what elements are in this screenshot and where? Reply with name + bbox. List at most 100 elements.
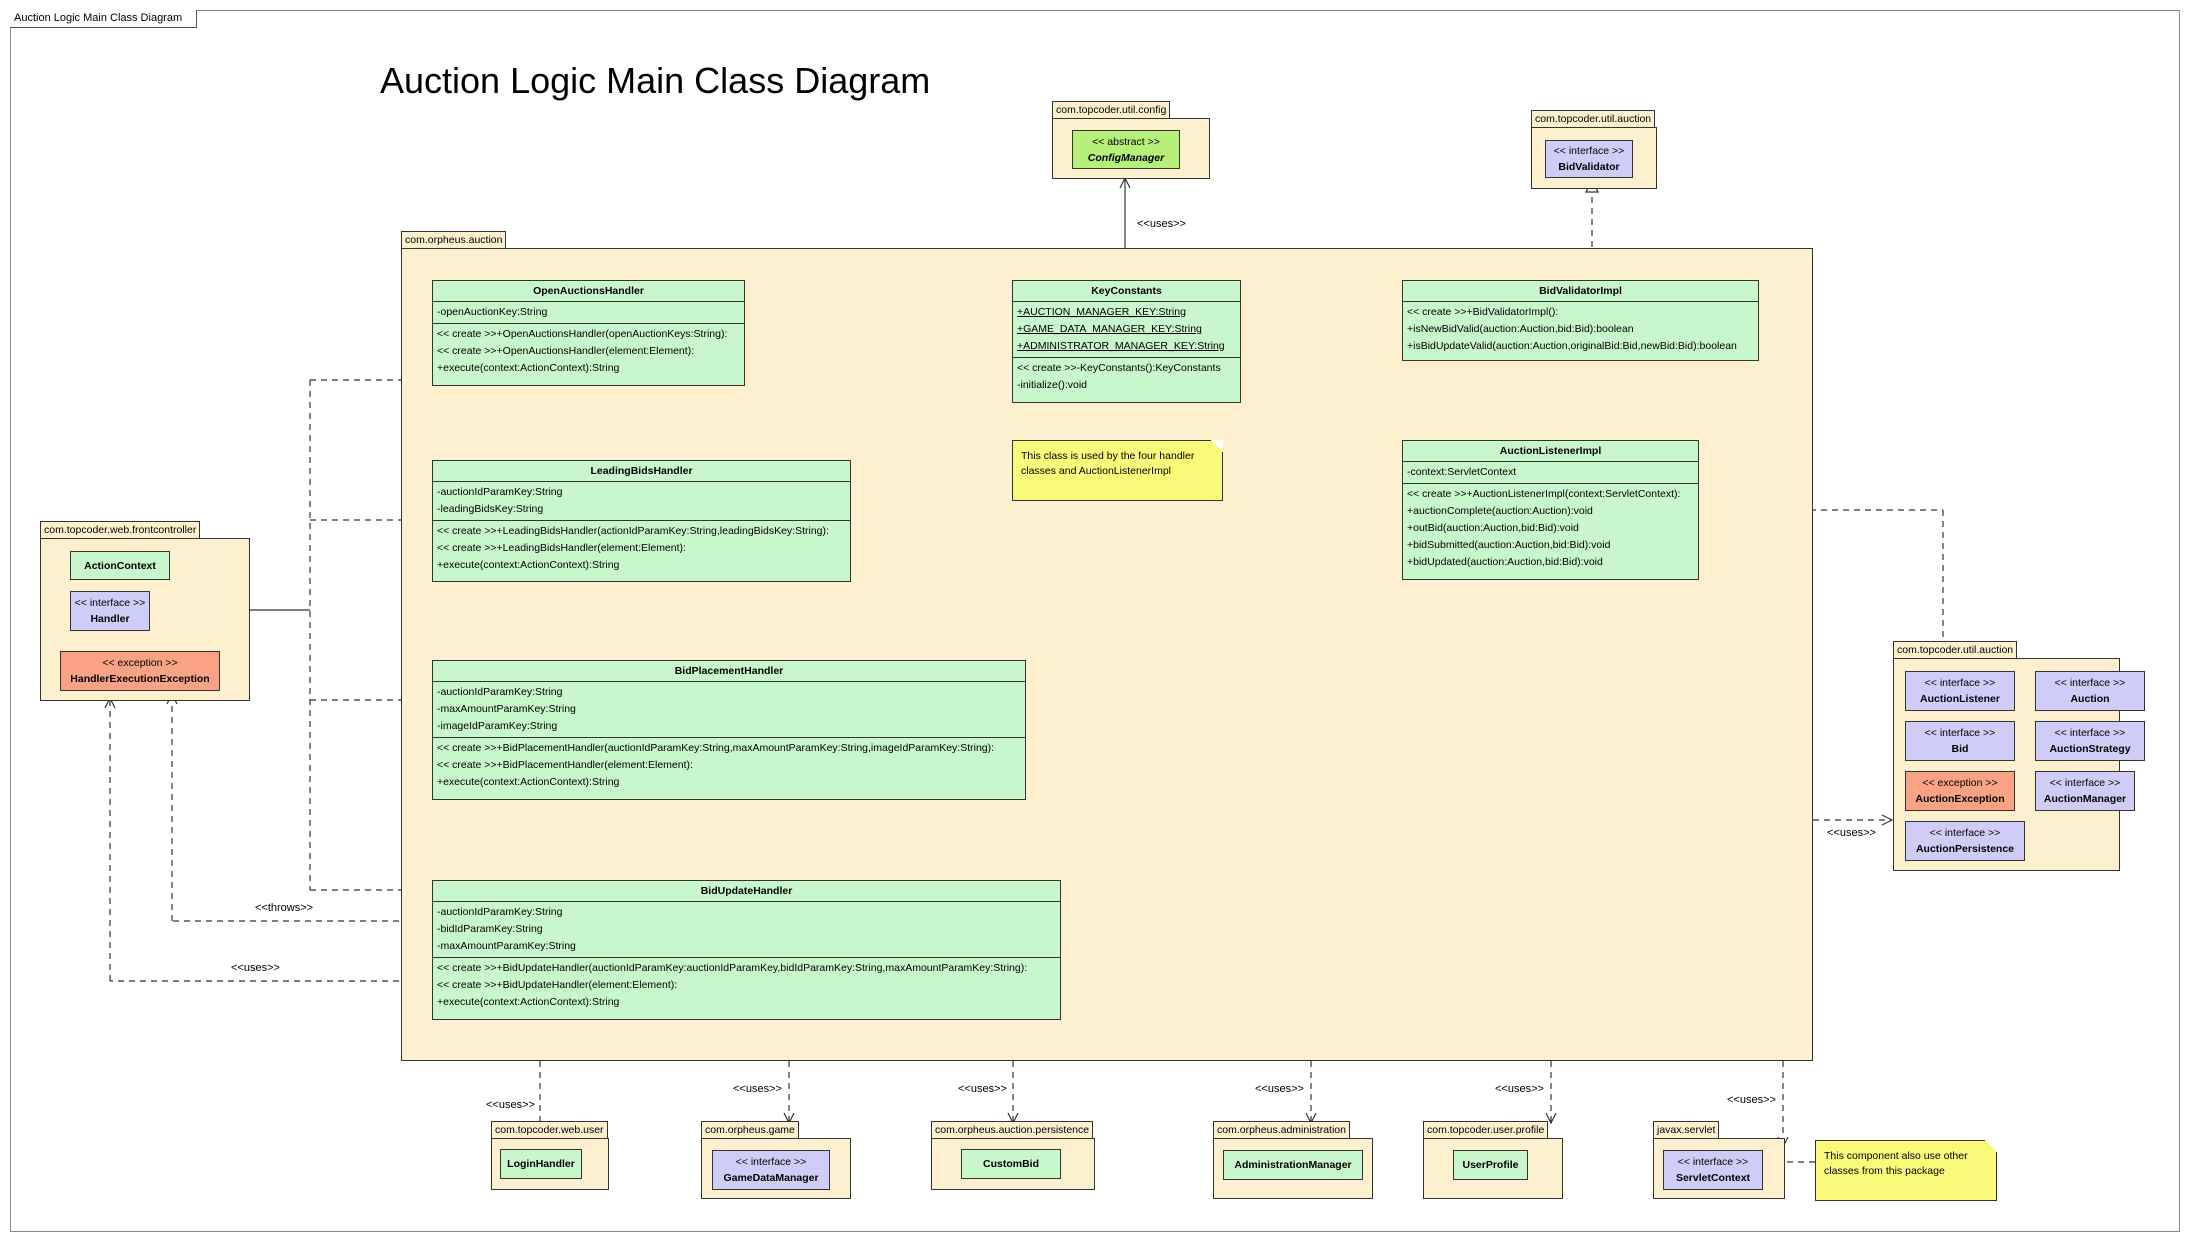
action-context-class[interactable]: ActionContext bbox=[70, 551, 170, 580]
interface-stereotype: << interface >> bbox=[1924, 727, 1996, 739]
auction-persistence-name: AuctionPersistence bbox=[1915, 843, 2015, 855]
class-operation: +execute(context:ActionContext):String bbox=[437, 996, 620, 1008]
handler-execution-exception-name: HandlerExecutionException bbox=[70, 673, 210, 685]
custom-bid-name: CustomBid bbox=[983, 1158, 1039, 1170]
class-operation: << create >>+LeadingBidsHandler(actionId… bbox=[437, 525, 829, 537]
interface-stereotype: << interface >> bbox=[2054, 677, 2126, 689]
class-attribute: -auctionIdParamKey:String bbox=[437, 486, 563, 498]
servlet-note: This component also use other classes fr… bbox=[1815, 1140, 1997, 1201]
package-tab-util-auction-right: com.topcoder.util.auction bbox=[1893, 641, 2018, 658]
administration-manager-class[interactable]: AdministrationManager bbox=[1223, 1150, 1363, 1180]
uses-label-config: <<uses>> bbox=[1137, 218, 1186, 230]
servlet-context-name: ServletContext bbox=[1675, 1172, 1751, 1184]
config-manager-class[interactable]: << abstract >> ConfigManager bbox=[1072, 130, 1180, 169]
uses-label-web-user: <<uses>> bbox=[486, 1099, 535, 1111]
note-fold bbox=[1985, 1140, 1997, 1152]
class-attribute: -auctionIdParamKey:String bbox=[437, 906, 563, 918]
game-data-manager-interface[interactable]: << interface >> GameDataManager bbox=[712, 1150, 830, 1190]
handler-interface[interactable]: << interface >> Handler bbox=[70, 591, 150, 631]
auction-strategy-interface[interactable]: << interface >> AuctionStrategy bbox=[2035, 721, 2145, 761]
auction-listener-impl-class[interactable]: AuctionListenerImpl -context:ServletCont… bbox=[1402, 440, 1699, 580]
class-operation: +execute(context:ActionContext):String bbox=[437, 362, 620, 374]
class-operation: << create >>-KeyConstants():KeyConstants bbox=[1017, 362, 1221, 374]
bid-update-handler-class[interactable]: BidUpdateHandler -auctionIdParamKey:Stri… bbox=[432, 880, 1061, 1020]
auction-manager-interface[interactable]: << interface >> AuctionManager bbox=[2035, 771, 2135, 811]
class-operation: +execute(context:ActionContext):String bbox=[437, 559, 620, 571]
throws-label: <<throws>> bbox=[255, 902, 314, 914]
uses-label-persistence: <<uses>> bbox=[958, 1083, 1007, 1095]
administration-manager-name: AdministrationManager bbox=[1234, 1159, 1352, 1171]
class-operation: +bidSubmitted(auction:Auction,bid:Bid):v… bbox=[1407, 539, 1611, 551]
key-constants-class[interactable]: KeyConstants +AUCTION_MANAGER_KEY:String… bbox=[1012, 280, 1241, 403]
class-operation: +execute(context:ActionContext):String bbox=[437, 776, 620, 788]
class-attribute: -bidIdParamKey:String bbox=[437, 923, 543, 935]
class-operation: +isBidUpdateValid(auction:Auction,origin… bbox=[1407, 340, 1737, 352]
package-tab-user-profile: com.topcoder.user.profile bbox=[1423, 1121, 1549, 1138]
auction-strategy-name: AuctionStrategy bbox=[2049, 743, 2131, 755]
bid-validator-impl-class[interactable]: BidValidatorImpl << create >>+BidValidat… bbox=[1402, 280, 1759, 361]
auction-persistence-interface[interactable]: << interface >> AuctionPersistence bbox=[1905, 821, 2025, 861]
class-operation: << create >>+BidValidatorImpl(): bbox=[1407, 306, 1559, 318]
class-operation: << create >>+BidUpdateHandler(element:El… bbox=[437, 979, 678, 991]
class-operation: +isNewBidValid(auction:Auction,bid:Bid):… bbox=[1407, 323, 1634, 335]
package-tab-web-user: com.topcoder.web.user bbox=[491, 1121, 608, 1138]
class-attribute: -maxAmountParamKey:String bbox=[437, 703, 576, 715]
class-name: BidValidatorImpl bbox=[1403, 281, 1758, 302]
package-tab-frontcontroller: com.topcoder.web.frontcontroller bbox=[40, 521, 201, 538]
class-attribute: -imageIdParamKey:String bbox=[437, 720, 558, 732]
class-name: LeadingBidsHandler bbox=[433, 461, 850, 482]
uses-label-frontcontroller: <<uses>> bbox=[231, 962, 280, 974]
abstract-stereotype: << abstract >> bbox=[1092, 135, 1160, 148]
note-text: This class is used by the four handler c… bbox=[1021, 450, 1195, 477]
note-text: This component also use other classes fr… bbox=[1824, 1150, 1968, 1177]
key-constants-note: This class is used by the four handler c… bbox=[1012, 440, 1223, 501]
class-operation: << create >>+LeadingBidsHandler(element:… bbox=[437, 542, 686, 554]
servlet-context-interface[interactable]: << interface >> ServletContext bbox=[1663, 1150, 1763, 1190]
package-tab-util-auction-top: com.topcoder.util.auction bbox=[1531, 110, 1656, 127]
interface-stereotype: << interface >> bbox=[735, 1156, 807, 1168]
package-tab-javax-servlet: javax.servlet bbox=[1653, 1121, 1720, 1138]
interface-stereotype: << interface >> bbox=[1677, 1156, 1749, 1168]
class-attribute: -maxAmountParamKey:String bbox=[437, 940, 576, 952]
auction-exception-name: AuctionException bbox=[1915, 793, 2005, 805]
user-profile-class[interactable]: UserProfile bbox=[1453, 1150, 1528, 1180]
action-context-name: ActionContext bbox=[84, 559, 156, 572]
config-manager-name: ConfigManager bbox=[1087, 151, 1165, 164]
package-tab-auction-persistence: com.orpheus.auction.persistence bbox=[931, 1121, 1094, 1138]
auction-name: Auction bbox=[2070, 693, 2110, 705]
uses-label-administration: <<uses>> bbox=[1255, 1083, 1304, 1095]
package-tab-orpheus-game: com.orpheus.game bbox=[701, 1121, 799, 1138]
bid-validator-name: BidValidator bbox=[1558, 161, 1620, 173]
package-tab-orpheus-administration: com.orpheus.administration bbox=[1213, 1121, 1350, 1138]
class-operation: +outBid(auction:Auction,bid:Bid):void bbox=[1407, 522, 1579, 534]
exception-stereotype: << exception >> bbox=[102, 657, 178, 669]
class-operation: << create >>+OpenAuctionsHandler(openAuc… bbox=[437, 328, 728, 340]
class-operation: << create >>+BidPlacementHandler(element… bbox=[437, 759, 693, 771]
open-auctions-handler-class[interactable]: OpenAuctionsHandler -openAuctionKey:Stri… bbox=[432, 280, 745, 386]
uses-label-servlet: <<uses>> bbox=[1727, 1094, 1776, 1106]
class-attribute: -auctionIdParamKey:String bbox=[437, 686, 563, 698]
bid-placement-handler-class[interactable]: BidPlacementHandler -auctionIdParamKey:S… bbox=[432, 660, 1026, 800]
game-data-manager-name: GameDataManager bbox=[723, 1172, 819, 1184]
frame-label: Auction Logic Main Class Diagram bbox=[10, 10, 198, 28]
bid-validator-interface[interactable]: << interface >> BidValidator bbox=[1545, 140, 1633, 178]
handler-name: Handler bbox=[90, 613, 130, 625]
leading-bids-handler-class[interactable]: LeadingBidsHandler -auctionIdParamKey:St… bbox=[432, 460, 851, 582]
auction-exception-class[interactable]: << exception >> AuctionException bbox=[1905, 771, 2015, 811]
class-name: BidPlacementHandler bbox=[433, 661, 1025, 682]
bid-interface[interactable]: << interface >> Bid bbox=[1905, 721, 2015, 761]
class-attribute: -leadingBidsKey:String bbox=[437, 503, 544, 515]
uses-label-orpheus-game: <<uses>> bbox=[733, 1083, 782, 1095]
custom-bid-class[interactable]: CustomBid bbox=[961, 1149, 1061, 1179]
auction-interface[interactable]: << interface >> Auction bbox=[2035, 671, 2145, 711]
interface-stereotype: << interface >> bbox=[2054, 727, 2126, 739]
diagram-frame bbox=[10, 10, 2180, 1232]
interface-stereotype: << interface >> bbox=[74, 597, 146, 609]
auction-listener-interface[interactable]: << interface >> AuctionListener bbox=[1905, 671, 2015, 711]
class-attribute: +ADMINISTRATOR_MANAGER_KEY:String bbox=[1017, 340, 1225, 352]
login-handler-class[interactable]: LoginHandler bbox=[500, 1149, 582, 1179]
class-attribute: -openAuctionKey:String bbox=[437, 306, 548, 318]
package-tab-util-config: com.topcoder.util.config bbox=[1052, 101, 1171, 118]
class-name: AuctionListenerImpl bbox=[1403, 441, 1698, 462]
handler-execution-exception-class[interactable]: << exception >> HandlerExecutionExceptio… bbox=[60, 651, 220, 691]
